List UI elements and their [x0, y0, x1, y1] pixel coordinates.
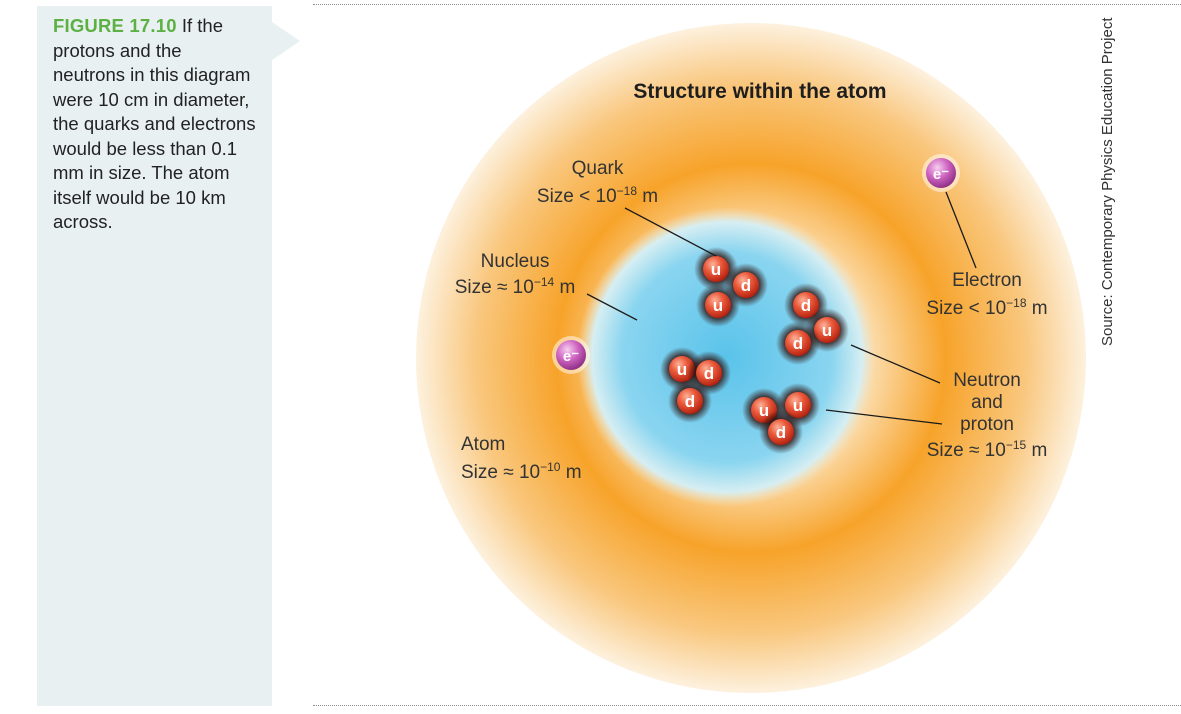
- atom-size-unit: m: [560, 462, 582, 483]
- quark-label-size: Size < 10−18 m: [525, 184, 670, 208]
- nucleon-label: Neutron and proton Size ≈ 10−15 m: [913, 370, 1061, 462]
- nucleon-leader-line-1: [850, 344, 941, 384]
- nucleus-leader-line: [586, 293, 638, 321]
- quark-letter: d: [776, 423, 786, 442]
- quark-letter: d: [801, 296, 811, 315]
- nucleon-size-exponent: −15: [1005, 438, 1027, 452]
- quark-size-exponent: −18: [616, 184, 637, 198]
- quark-leader-line: [624, 207, 717, 257]
- electron-left-shape: [556, 340, 586, 370]
- nucleus-size-prefix: Size ≈ 10: [454, 277, 534, 298]
- quark-size-prefix: Size < 10: [536, 186, 617, 207]
- quark-shape: [705, 292, 731, 318]
- electron-size-prefix: Size < 10: [926, 298, 1007, 319]
- electron-top-right-symbol: e⁻: [933, 166, 949, 183]
- top-rule: [313, 4, 1181, 5]
- atom-size-prefix: Size ≈ 10: [461, 462, 541, 483]
- quark-shape: [785, 392, 811, 418]
- figure-caption: FIGURE 17.10 If the protons and the neut…: [53, 14, 258, 235]
- quark-label-name: Quark: [571, 158, 624, 179]
- quark-12: d: [759, 410, 803, 454]
- nucleon-label-size: Size ≈ 10−15 m: [913, 438, 1061, 462]
- quark-letter: u: [677, 360, 687, 379]
- quark-shape: [733, 272, 759, 298]
- quark-shape: [814, 317, 840, 343]
- quark-shape: [677, 388, 703, 414]
- caption-body: If the protons and the neutrons in this …: [53, 15, 256, 232]
- quark-size-unit: m: [637, 186, 659, 207]
- nucleon-label-line3: proton: [960, 414, 1014, 435]
- quark-6: d: [776, 321, 820, 365]
- caption-panel: [37, 6, 272, 706]
- atom-label: Atom Size ≈ 10−10 m: [461, 434, 582, 484]
- quark-letter: d: [704, 364, 714, 383]
- atom-size-exponent: −10: [540, 460, 561, 474]
- quark-shape: [703, 256, 729, 282]
- quark-3: u: [696, 283, 740, 327]
- quark-letter: u: [711, 260, 721, 279]
- electron-left: e⁻: [552, 336, 590, 374]
- electron-label-size: Size < 10−18 m: [913, 296, 1061, 320]
- nucleus-label-size: Size ≈ 10−14 m: [440, 275, 590, 299]
- atom-label-name: Atom: [461, 434, 506, 455]
- figure-label: FIGURE 17.10: [53, 15, 177, 36]
- quark-letter: d: [685, 392, 695, 411]
- electron-left-symbol: e⁻: [563, 348, 579, 365]
- nucleon-size-prefix: Size ≈ 10: [926, 440, 1006, 461]
- caption-pointer: [272, 22, 300, 60]
- quark-shape: [696, 360, 722, 386]
- quark-label: Quark Size < 10−18 m: [525, 158, 670, 208]
- atom-label-size: Size ≈ 10−10 m: [461, 460, 582, 484]
- quark-shape: [785, 330, 811, 356]
- electron-top-right-shape: [926, 158, 956, 188]
- quark-letter: d: [793, 334, 803, 353]
- quark-9: d: [668, 379, 712, 423]
- nucleon-size-unit: m: [1026, 440, 1048, 461]
- electron-top-right: e⁻: [922, 154, 960, 192]
- electron-size-exponent: −18: [1006, 296, 1027, 310]
- electron-label: Electron Size < 10−18 m: [913, 270, 1061, 320]
- nucleus-label-name: Nucleus: [480, 251, 550, 272]
- diagram-title: Structure within the atom: [633, 80, 887, 103]
- quark-shape: [793, 292, 819, 318]
- nucleon-label-line1: Neutron: [953, 370, 1021, 391]
- nucleon-leader-line-2: [825, 409, 943, 425]
- quark-letter: d: [741, 276, 751, 295]
- quark-letter: u: [793, 396, 803, 415]
- nucleus-size-exponent: −14: [533, 275, 555, 289]
- quark-letter: u: [713, 296, 723, 315]
- nucleus-size-unit: m: [554, 277, 576, 298]
- nucleus-label: Nucleus Size ≈ 10−14 m: [440, 251, 590, 299]
- quark-letter: u: [759, 401, 769, 420]
- electron-leader-line: [945, 191, 977, 269]
- electron-size-unit: m: [1026, 298, 1048, 319]
- quark-letter: u: [822, 321, 832, 340]
- quark-shape: [768, 419, 794, 445]
- nucleon-label-line2: and: [971, 392, 1003, 413]
- electron-label-name: Electron: [952, 270, 1022, 291]
- bottom-rule: [313, 705, 1181, 706]
